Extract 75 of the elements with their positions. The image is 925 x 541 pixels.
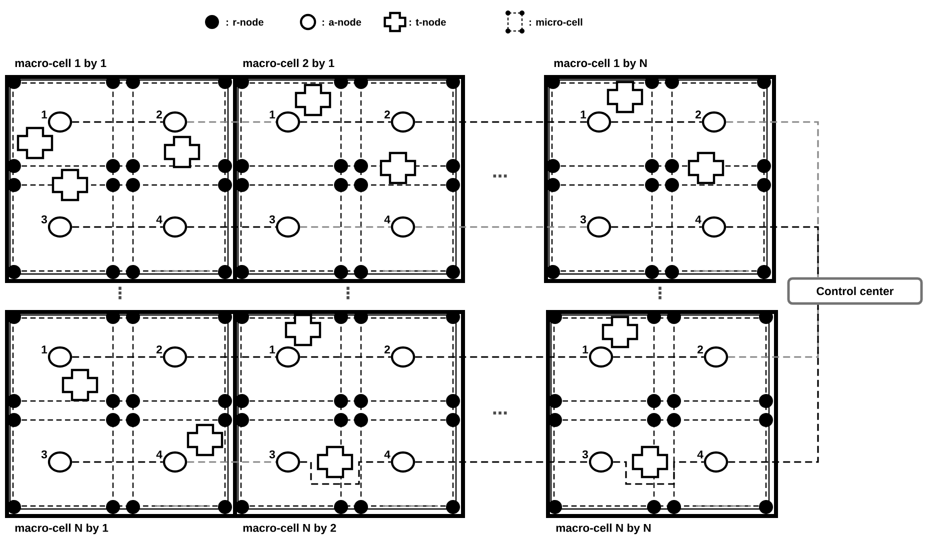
circle-number: 1 <box>270 346 276 354</box>
circle-number: 4 <box>156 450 162 458</box>
t-node-cross <box>16 126 54 160</box>
t-node-cross <box>688 152 724 184</box>
t-node-cross <box>606 80 644 114</box>
circle-number: 3 <box>582 450 588 458</box>
legend-text: : r-node <box>226 18 264 26</box>
t-node-cross <box>632 446 668 478</box>
circle-number: 3 <box>41 450 47 458</box>
legend-text: : a-node <box>322 18 362 26</box>
t-node-cross <box>164 136 200 168</box>
node-label: macro-cell N by 2 <box>243 524 336 534</box>
t-node-cross <box>186 424 224 456</box>
dashed-link <box>611 121 702 123</box>
circle-number: 1 <box>582 346 588 354</box>
dashed-link <box>72 461 163 463</box>
circle-number: 2 <box>156 346 162 354</box>
dashed-link <box>72 226 163 228</box>
dashed-link <box>187 226 276 228</box>
dashed-link <box>300 121 391 123</box>
node-label: macro-cell 1 by 1 <box>15 58 106 70</box>
circle-number: 2 <box>384 346 390 354</box>
control-center-box: Control center <box>787 277 923 305</box>
legend-text: : t-node <box>410 18 446 26</box>
circle-number: 1 <box>42 346 48 354</box>
dashed-link <box>72 121 163 123</box>
ellipsis: ⋮ <box>658 286 662 300</box>
dashed-link <box>726 121 819 278</box>
circle-number: 3 <box>41 215 47 224</box>
dashed-link <box>728 304 819 463</box>
ellipsis: ⋯ <box>493 411 507 414</box>
ellipsis: ⋮ <box>118 286 122 300</box>
dashed-link <box>72 356 163 358</box>
circle-number: 1 <box>270 110 276 118</box>
t-node-cross <box>602 316 638 348</box>
t-node-cross <box>380 152 416 184</box>
dashed-link <box>187 461 276 463</box>
t-node-cross <box>294 84 332 116</box>
circle-number: 2 <box>156 110 162 118</box>
circle-number: 4 <box>384 216 390 224</box>
ellipsis: ⋮ <box>346 286 350 300</box>
circle-number: 4 <box>695 216 702 224</box>
t-node-cross <box>316 446 354 478</box>
t-node-cross <box>284 314 322 346</box>
legend-text: : micro-cell <box>530 18 582 26</box>
node-label: macro-cell 2 by 1 <box>243 58 334 70</box>
circle-number: 3 <box>269 215 275 224</box>
circle-number: 3 <box>269 450 275 458</box>
dashed-link <box>300 461 391 485</box>
node-label: macro-cell N by N <box>556 524 651 534</box>
dashed-link <box>613 461 704 485</box>
node-label: macro-cell N by 1 <box>15 524 108 534</box>
circle-number: 4 <box>697 450 704 458</box>
t-node-cross <box>62 368 98 402</box>
dashed-link <box>415 226 587 228</box>
ellipsis: ⋯ <box>493 174 507 178</box>
circle-number: 4 <box>156 216 162 224</box>
circle-number: 1 <box>580 110 586 118</box>
circle-number: 2 <box>384 110 390 118</box>
dashed-link <box>300 356 391 358</box>
dashed-link <box>415 121 587 123</box>
circle-number: 2 <box>696 110 701 118</box>
node-label: macro-cell 1 by N <box>554 58 647 70</box>
dashed-link <box>187 121 276 123</box>
dashed-link <box>187 356 276 358</box>
circle-number: 4 <box>384 450 390 458</box>
t-node-cross <box>52 168 88 202</box>
circle-number: 3 <box>580 215 586 224</box>
dashed-link <box>415 461 589 463</box>
dashed-link <box>300 226 391 228</box>
dashed-link <box>613 356 704 358</box>
circle-number: 2 <box>698 346 703 354</box>
dashed-link <box>415 356 589 358</box>
dashed-link <box>611 226 702 228</box>
circle-number: 1 <box>42 110 48 118</box>
